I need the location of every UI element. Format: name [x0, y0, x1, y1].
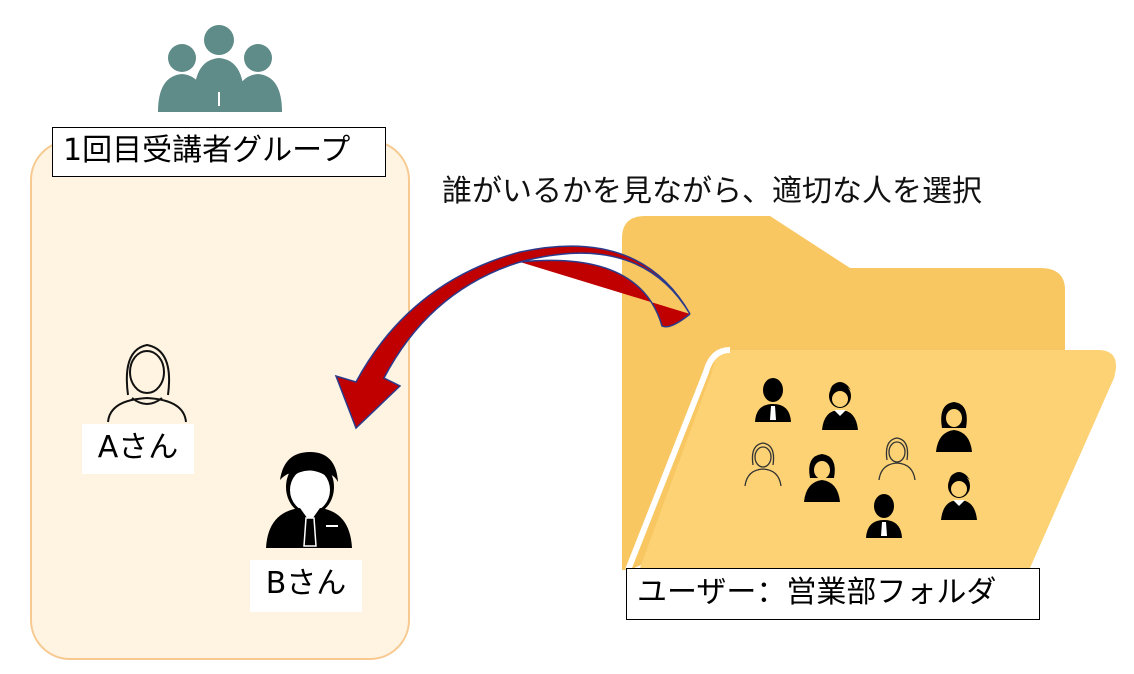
group-label: 1回目受講者グループ	[52, 127, 386, 177]
boy-icon	[822, 382, 858, 430]
open-folder-icon	[622, 216, 1116, 572]
folder-people-icons	[744, 378, 977, 538]
member-a-label[interactable]: Aさん	[82, 424, 194, 474]
woman-outline-small-icon	[744, 442, 782, 487]
woman-outline-small-icon	[878, 437, 916, 481]
boy-icon	[941, 472, 977, 520]
man-icon	[866, 494, 902, 538]
woman-outline-icon	[107, 343, 187, 423]
woman-icon	[804, 454, 840, 502]
selection-caption: 誰がいるかを見ながら、適切な人を選択	[442, 174, 982, 209]
woman-icon	[936, 402, 972, 452]
people-group-icon	[158, 25, 282, 112]
member-b-label[interactable]: Bさん	[250, 560, 362, 612]
businessman-icon	[266, 452, 352, 548]
folder-label[interactable]: ユーザー：営業部フォルダ	[626, 568, 1040, 620]
man-icon	[755, 378, 791, 422]
curved-arrow-icon	[334, 245, 691, 430]
